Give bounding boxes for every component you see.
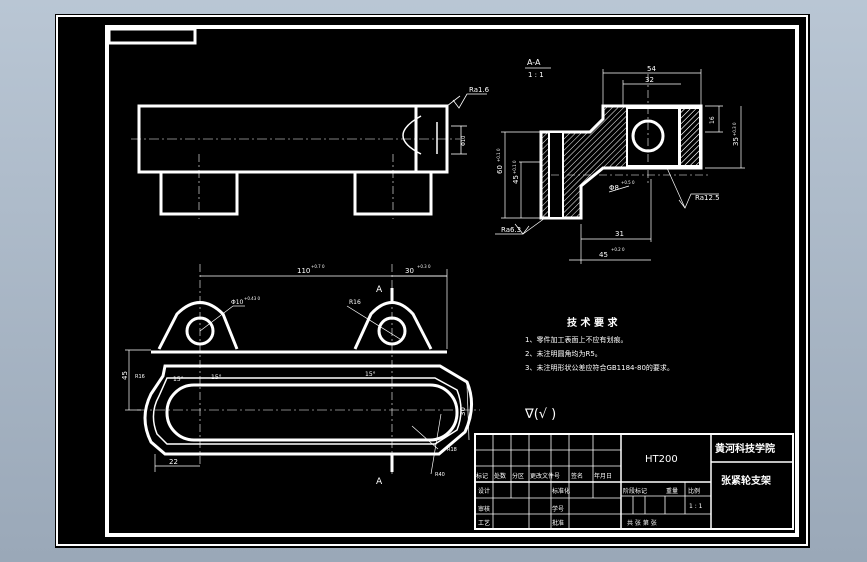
tb-row-design: 设计 (478, 487, 490, 495)
tb-stage-mark: 阶段标记 (623, 487, 647, 495)
dim-hole-8-tol: +0.5 0 (621, 180, 635, 185)
tb-col-3: 分区 (512, 472, 524, 480)
tb-row-student-id: 学号 (552, 505, 564, 513)
dim-hole-8: Φ8 (609, 184, 619, 192)
dim-22: 22 (169, 458, 178, 466)
dim-35: 35 (732, 137, 740, 146)
tb-scale-value: 1 : 1 (689, 503, 703, 510)
title-block (474, 433, 794, 530)
dim-60: 60 (496, 165, 504, 174)
angle-15c: 15° (365, 371, 376, 378)
ra-left-label: Ra6.3 (501, 226, 521, 234)
engineering-drawing: Ra1.6 Φ10 A-A 1 : 1 (56, 15, 808, 546)
dim-r40: R40 (435, 472, 445, 478)
tb-row-approve: 批准 (552, 519, 564, 527)
requirement-3: 3、未注明形状公差应符合GB1184-80的要求。 (525, 363, 674, 372)
dim-60-tol: +0.1 0 (496, 148, 501, 162)
dim-45: 45 (512, 175, 520, 184)
dim-110-tol: +0.7 0 (311, 264, 325, 269)
angle-15a: 15° (173, 376, 184, 383)
dim-54: 54 (647, 65, 656, 73)
dim-hole-phi: Φ10 (231, 299, 244, 306)
requirement-2: 2、未注明圆角均为R5。 (525, 349, 602, 358)
tb-col-1: 标记 (476, 472, 488, 480)
dim-30-tol: +0.3 0 (417, 264, 431, 269)
plan-view (125, 264, 480, 475)
angle-15b: 15° (211, 374, 222, 381)
tb-row-process: 工艺 (478, 519, 490, 527)
tb-col-4: 更改文件号 (530, 472, 560, 480)
dim-30: 30 (405, 267, 414, 275)
tb-weight: 重量 (666, 487, 678, 495)
tb-col-6: 年月日 (594, 472, 612, 480)
section-label: A-A (527, 58, 541, 67)
tb-material: HT200 (645, 454, 678, 465)
section-view (495, 69, 745, 264)
global-roughness: ∇(√ ) (524, 407, 556, 422)
dim-32: 32 (645, 76, 654, 84)
dim-r16-left: R16 (135, 374, 145, 380)
dim-30-right: 30 (459, 407, 467, 416)
dim-45-tol: +0.1 0 (512, 160, 517, 174)
tb-row-review: 审核 (478, 505, 490, 513)
dim-hole-phi-tol: +0.43 0 (244, 296, 261, 301)
tb-col-2: 处数 (494, 472, 506, 480)
front-ra-label: Ra1.6 (469, 86, 490, 94)
dim-45-plan: 45 (121, 371, 129, 380)
front-view (131, 93, 487, 219)
dim-110: 110 (297, 267, 310, 275)
dim-16: 16 (709, 116, 716, 124)
requirements-title: 技 术 要 求 (567, 316, 618, 329)
outer-frame (56, 15, 808, 546)
tb-col-5: 签名 (571, 472, 583, 480)
front-small-dim: Φ10 (461, 136, 467, 146)
ra-right-label: Ra12.5 (695, 194, 720, 202)
dim-45-bottom-tol: +0.2 0 (611, 247, 625, 252)
dim-31: 31 (615, 230, 624, 238)
cad-viewport[interactable]: Ra1.6 Φ10 A-A 1 : 1 (55, 14, 810, 548)
requirement-1: 1、零件加工表面上不应有划痕。 (525, 335, 627, 344)
corner-code-box (107, 27, 197, 45)
dim-r18: R18 (447, 447, 457, 453)
tb-scale-label: 比例 (688, 487, 700, 495)
tb-sheet: 共 张 第 张 (627, 519, 657, 527)
cut-letter-bottom: A (376, 477, 383, 487)
tb-school: 黄河科技学院 (715, 442, 775, 455)
dim-35-tol: +0.3 0 (732, 122, 737, 136)
section-scale: 1 : 1 (528, 71, 544, 79)
dim-r16-right: R16 (349, 299, 361, 306)
drawing-border (105, 25, 799, 537)
dim-45-bottom: 45 (599, 251, 608, 259)
tb-part-name: 张紧轮支架 (721, 474, 771, 487)
tb-row-standard: 标准化 (552, 487, 570, 495)
cut-letter-top: A (376, 285, 383, 295)
